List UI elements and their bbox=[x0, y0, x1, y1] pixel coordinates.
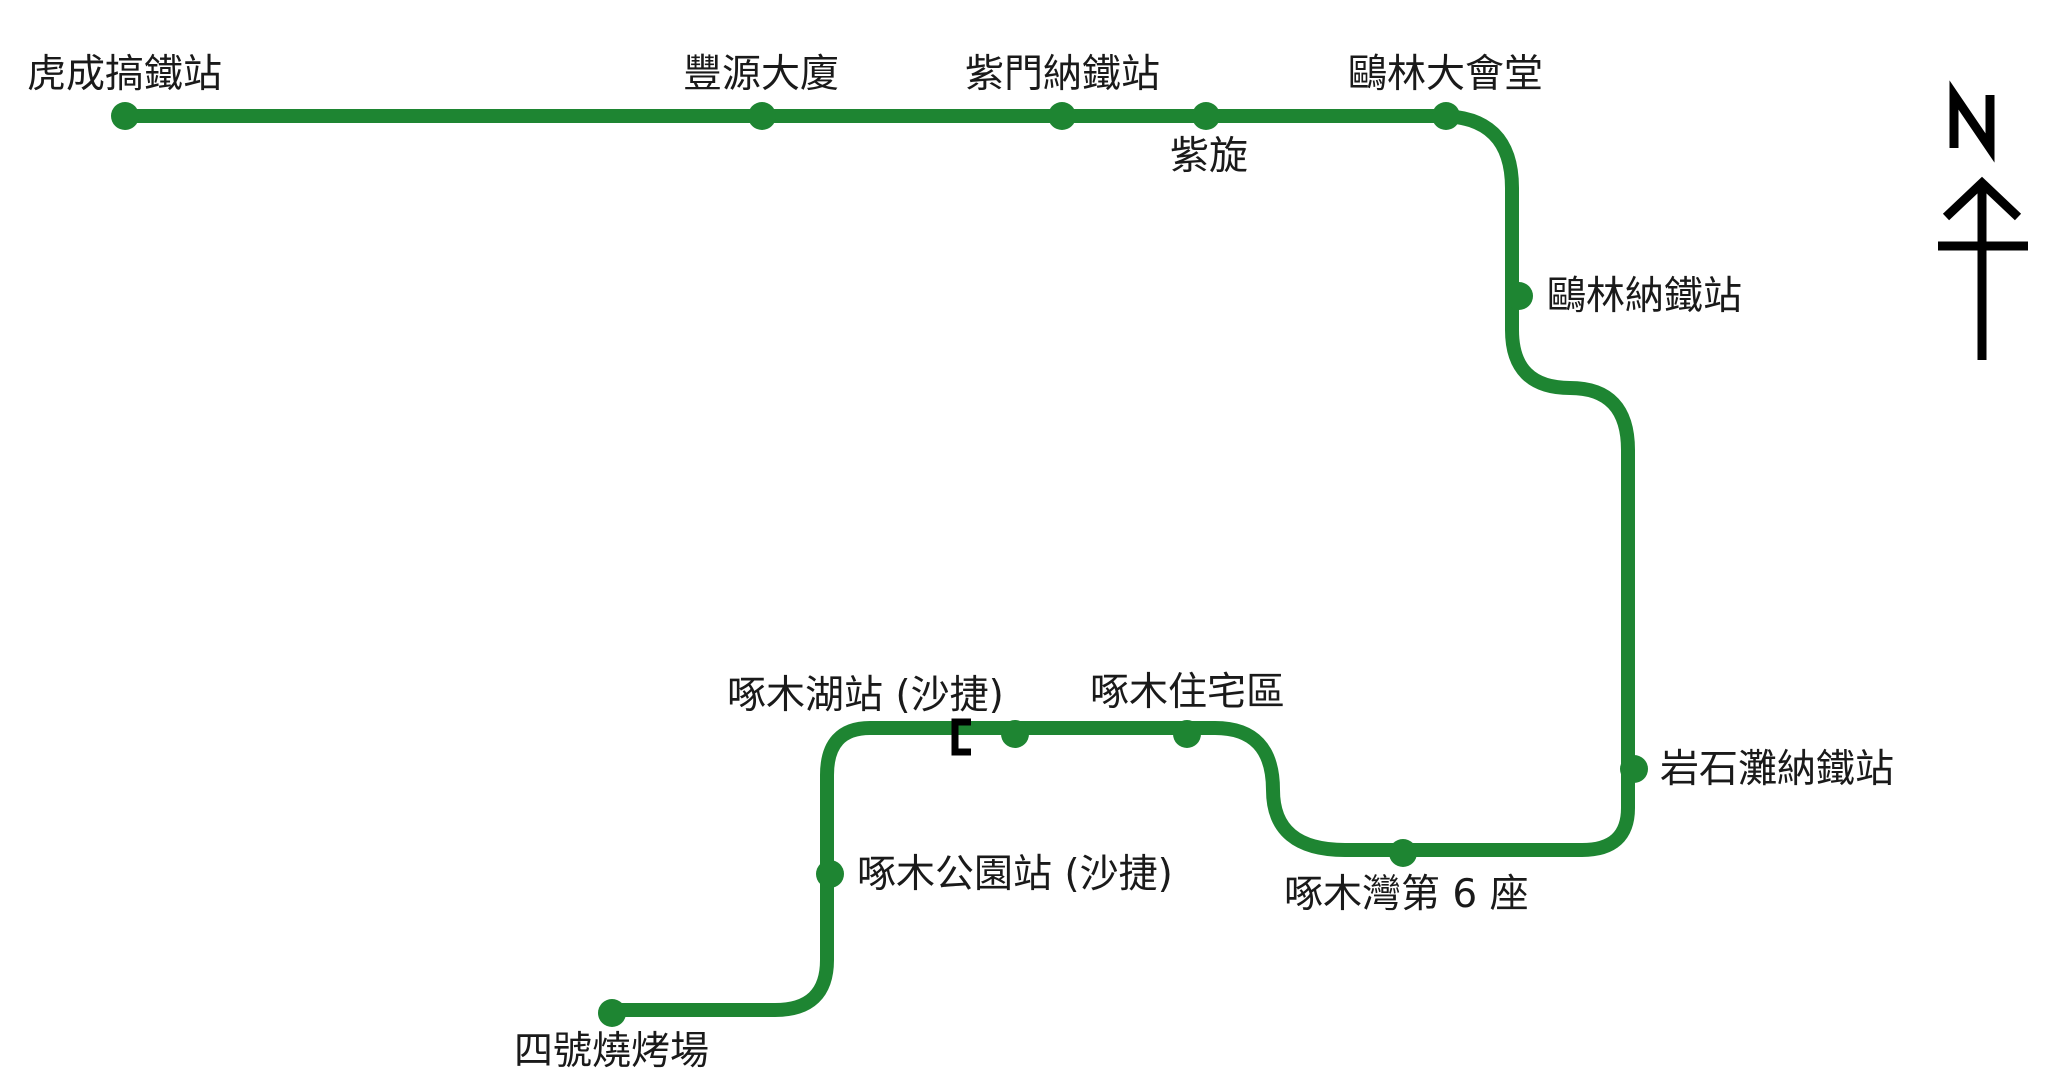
station-label-oulin-hall: 鷗林大會堂 bbox=[1348, 52, 1543, 97]
station-label-bbq: 四號燒烤場 bbox=[514, 1029, 709, 1074]
station-dot-zixuan[interactable] bbox=[1192, 102, 1220, 130]
station-labels: 虎成搞鐵站 豐源大廈 紫門納鐵站 紫旋 鷗林大會堂 鷗林納鐵站 岩石灘納鐵站 啄… bbox=[27, 52, 1894, 1074]
station-dot-zhuomu-park[interactable] bbox=[816, 860, 844, 888]
route-line bbox=[118, 109, 1635, 1017]
station-label-zhuomuwan: 啄木灣第 6 座 bbox=[1284, 872, 1529, 917]
station-dots bbox=[111, 102, 1648, 1027]
station-label-zhuomu-estate: 啄木住宅區 bbox=[1090, 670, 1285, 715]
station-label-zimenna: 紫門納鐵站 bbox=[965, 52, 1160, 97]
station-dot-oulin-hall[interactable] bbox=[1432, 102, 1460, 130]
station-dot-fuchenggao[interactable] bbox=[111, 102, 139, 130]
station-label-fuchenggao: 虎成搞鐵站 bbox=[27, 52, 222, 97]
north-arrow-icon bbox=[1938, 80, 2028, 360]
station-label-fengyuan: 豐源大廈 bbox=[683, 52, 839, 97]
station-dot-zhuomu-estate[interactable] bbox=[1173, 720, 1201, 748]
station-dot-zhuomu-lake[interactable] bbox=[1001, 720, 1029, 748]
station-label-zhuomu-lake: 啄木湖站 (沙捷) bbox=[727, 673, 1004, 718]
station-dot-zhuomuwan[interactable] bbox=[1389, 839, 1417, 867]
station-label-zhuomu-park: 啄木公園站 (沙捷) bbox=[857, 852, 1173, 897]
compass-n-letter bbox=[1949, 80, 1995, 163]
station-label-yanshitan: 岩石灘納鐵站 bbox=[1660, 747, 1894, 792]
station-label-oulin-na: 鷗林納鐵站 bbox=[1547, 274, 1742, 319]
station-dot-bbq[interactable] bbox=[598, 999, 626, 1027]
station-dot-yanshitan[interactable] bbox=[1620, 755, 1648, 783]
station-label-zixuan: 紫旋 bbox=[1170, 134, 1248, 179]
station-dot-oulin-na[interactable] bbox=[1505, 282, 1533, 310]
terminus-marker bbox=[951, 718, 971, 756]
compass-arrow bbox=[1938, 176, 2028, 360]
station-dot-fengyuan[interactable] bbox=[748, 102, 776, 130]
station-dot-zimenna[interactable] bbox=[1048, 102, 1076, 130]
